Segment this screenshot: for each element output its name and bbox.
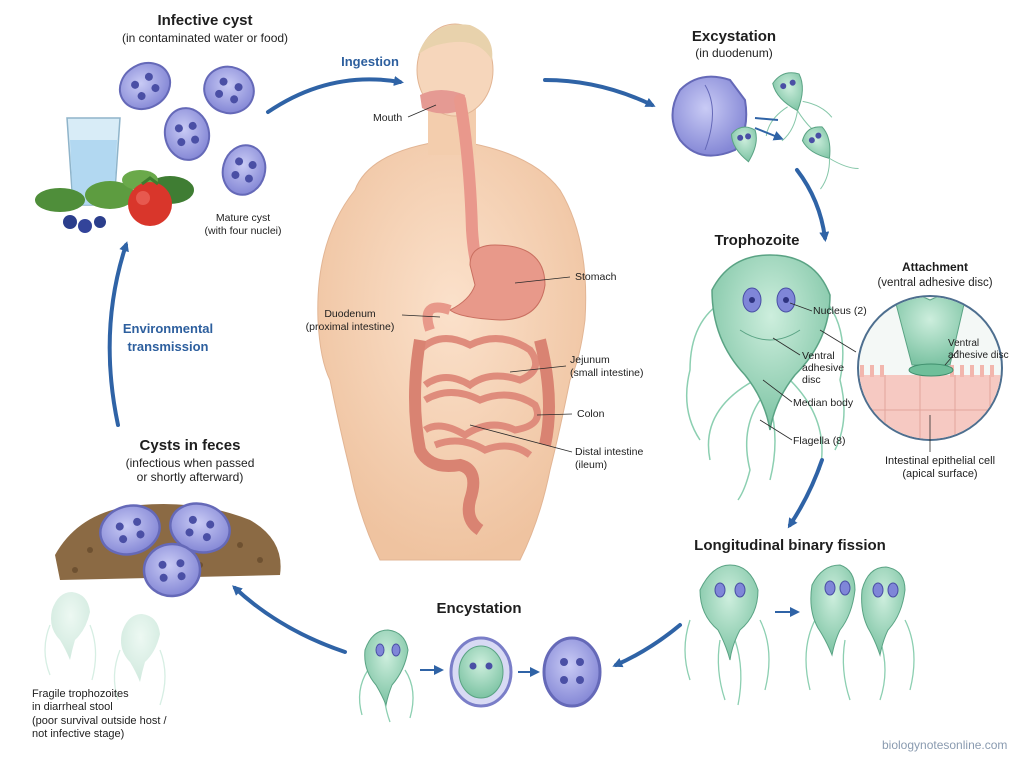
jejunum-label: Jejunum	[570, 354, 610, 366]
cysts-in-feces-illustration	[55, 502, 281, 598]
binary-fission-illustration	[684, 564, 915, 706]
human-body	[317, 23, 587, 561]
fragile-trophozoites-illustration	[44, 592, 166, 706]
watermark: biologynotesonline.com	[882, 738, 1008, 752]
encystation-title: Encystation	[436, 600, 522, 617]
ingestion-label: Ingestion	[341, 54, 399, 69]
epithelial-cell-label: Intestinal epithelial cell	[884, 455, 996, 467]
cysts-in-feces-subtitle-2: or shortly afterward)	[136, 470, 244, 484]
duodenum-label: Duodenum	[324, 308, 376, 320]
infective-cyst-title: Infective cyst	[157, 12, 253, 29]
environmental-transmission-label-2: transmission	[127, 339, 209, 354]
fragile-trophozoites-label-1: Fragile trophozoites	[32, 688, 129, 700]
cycle-arrows	[107, 76, 830, 668]
mature-cyst-sublabel: (with four nuclei)	[204, 225, 282, 237]
duodenum-sublabel: (proximal intestine)	[305, 321, 395, 333]
nucleus-label: Nucleus (2)	[813, 305, 867, 317]
infective-cyst-illustration	[35, 61, 267, 233]
jejunum-sublabel: (small intestine)	[570, 367, 644, 379]
cysts-in-feces-title: Cysts in feces	[139, 437, 241, 454]
colon-label: Colon	[577, 408, 605, 420]
stomach-label: Stomach	[575, 271, 617, 283]
mouth-label: Mouth	[373, 112, 403, 124]
trophozoite-illustration	[685, 254, 845, 501]
fragile-trophozoites-label-3: (poor survival outside host /	[32, 715, 167, 727]
trophozoite-leader-lines	[759, 302, 813, 441]
attachment-ventral-label: Ventral	[948, 338, 980, 349]
excystation-illustration	[671, 72, 859, 190]
excystation-subtitle: (in duodenum)	[695, 46, 773, 60]
binary-fission-title: Longitudinal binary fission	[694, 537, 886, 554]
attachment-subtitle: (ventral adhesive disc)	[877, 277, 993, 289]
cysts-in-feces-subtitle-1: (infectious when passed	[125, 456, 255, 470]
ventral-disc-label-3: disc	[802, 374, 821, 386]
epithelial-cell-sublabel: (apical surface)	[902, 468, 978, 480]
body-leader-lines	[401, 104, 573, 453]
fragile-trophozoites-label-2: in diarrheal stool	[32, 701, 113, 713]
ventral-disc-label-2: adhesive	[802, 362, 845, 374]
mature-cyst-label: Mature cyst	[215, 212, 271, 224]
ventral-disc-label-1: Ventral	[802, 350, 835, 362]
infective-cyst-subtitle: (in contaminated water or food)	[121, 31, 289, 45]
trophozoite-title: Trophozoite	[714, 232, 800, 249]
flagella-label: Flagella (8)	[793, 435, 846, 447]
distal-intestine-label: Distal intestine	[575, 446, 644, 458]
environmental-transmission-label: Environmental	[122, 321, 214, 336]
attachment-title: Attachment	[901, 260, 969, 274]
attachment-ventral-sublabel: adhesive disc	[948, 350, 1009, 361]
excystation-title: Excystation	[691, 28, 777, 45]
encystation-illustration	[358, 629, 602, 723]
median-body-label: Median body	[793, 397, 854, 409]
distal-intestine-sublabel: (ileum)	[575, 459, 608, 471]
fragile-trophozoites-label-4: not infective stage)	[32, 728, 125, 740]
attachment-leader-lines	[819, 329, 959, 452]
